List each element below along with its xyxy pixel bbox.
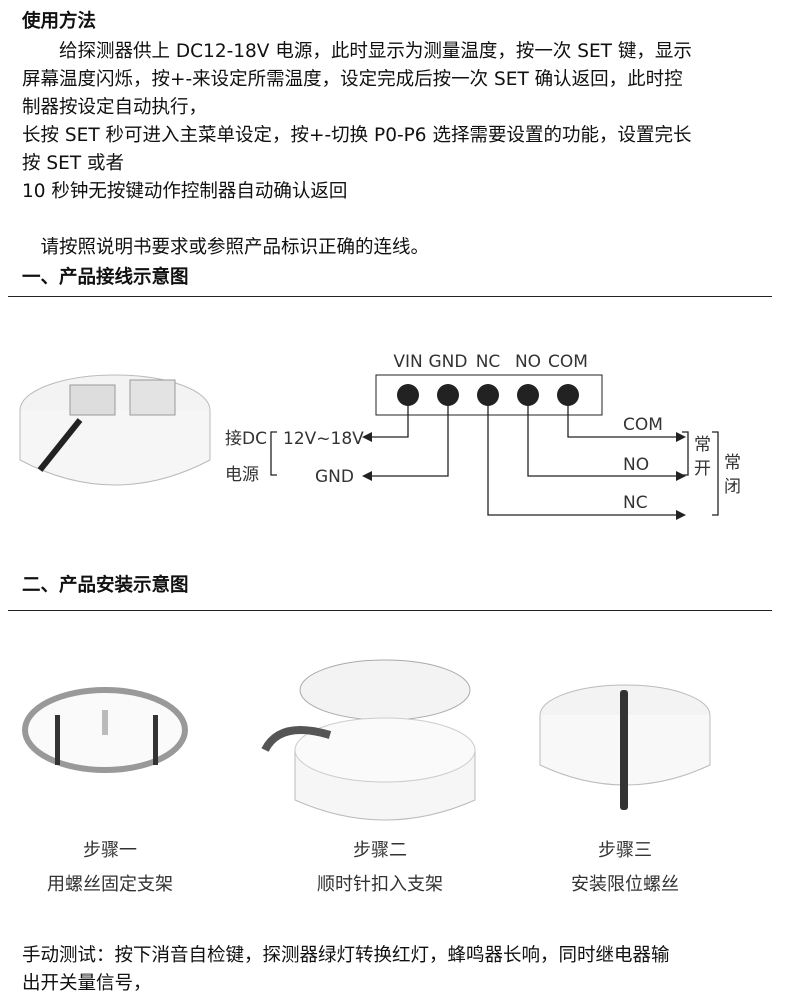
- manual-test-line: 手动测试：按下消音自检键，探测器绿灯转换红灯，蜂鸣器长响，同时继电器输: [22, 945, 670, 966]
- normally-open-label: 开: [694, 459, 711, 479]
- usage-line: 给探测器供上 DC12-18V 电源，此时显示为测量温度，按一次 SET 键，显…: [22, 41, 692, 62]
- power-label: 接DC: [225, 429, 267, 449]
- wiring-note: 请按照说明书要求或参照产品标识正确的连线。: [22, 237, 430, 258]
- terminal-label: COM: [548, 352, 588, 372]
- step-title: 步骤三: [598, 840, 652, 861]
- step-title: 步骤二: [353, 840, 407, 861]
- usage-title: 使用方法: [22, 11, 97, 32]
- power-label: 电源: [225, 465, 259, 485]
- output-label: COM: [623, 415, 663, 435]
- terminal-label: VIN: [393, 352, 422, 372]
- divider: [8, 296, 772, 297]
- divider: [8, 610, 772, 611]
- normally-closed-label: 闭: [724, 477, 741, 497]
- step3-detector-illustration: [539, 684, 711, 810]
- terminal-label: NC: [476, 352, 501, 372]
- step-title: 步骤一: [83, 840, 137, 861]
- section1-heading: 一、产品接线示意图: [22, 267, 189, 288]
- gnd-label: GND: [315, 467, 354, 487]
- step-desc: 安装限位螺丝: [571, 874, 679, 895]
- step-desc: 顺时针扣入支架: [317, 874, 443, 895]
- step-desc: 用螺丝固定支架: [47, 874, 173, 895]
- usage-line: 长按 SET 秒可进入主菜单设定，按+-切换 P0-P6 选择需要设置的功能，设…: [22, 125, 692, 146]
- output-label: NO: [623, 455, 649, 475]
- output-label: NC: [623, 493, 648, 513]
- terminal-label: NO: [515, 352, 541, 372]
- step2-detector-illustration: [261, 659, 476, 821]
- usage-line: 10 秒钟无按键动作控制器自动确认返回: [22, 181, 348, 202]
- usage-line: 屏幕温度闪烁，按+-来设定所需温度，设定完成后按一次 SET 确认返回，此时控: [22, 69, 683, 90]
- usage-line: 按 SET 或者: [22, 153, 124, 174]
- normally-closed-label: 常: [724, 453, 741, 473]
- voltage-label: 12V~18V: [283, 429, 364, 449]
- usage-line: 制器按设定自动执行，: [22, 97, 208, 118]
- detector-illustration: [19, 374, 211, 486]
- step1-bracket-illustration: [22, 687, 188, 773]
- installation-illustrations: [22, 659, 711, 821]
- terminal-label: GND: [429, 352, 468, 372]
- section2-heading: 二、产品安装示意图: [22, 575, 189, 596]
- normally-open-label: 常: [694, 435, 711, 455]
- manual-test-line: 出开关量信号，: [22, 973, 152, 994]
